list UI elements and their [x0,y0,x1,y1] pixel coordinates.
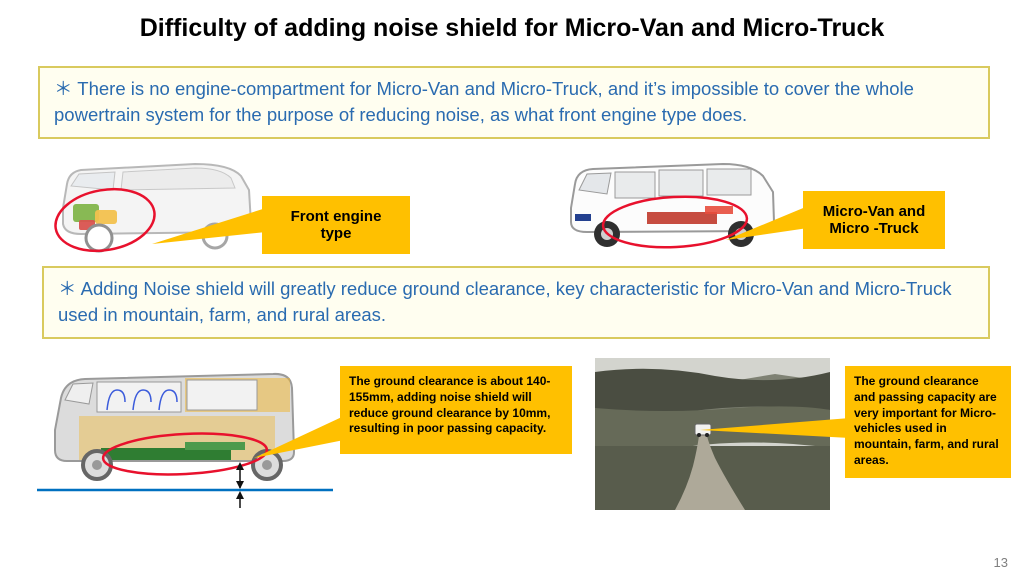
clearance-dimension-arrow [236,462,244,508]
passing-capacity-callout-pointer [700,418,850,438]
micro-van-callout: Micro-Van and Micro -Truck [803,191,945,249]
ground-clearance-illustration [37,372,333,508]
front-engine-callout: Front engine type [262,196,410,254]
powertrain-highlight-ellipse [601,195,749,249]
mountain-road-photo [595,358,830,510]
ground-clearance-callout: The ground clearance is about 140-155mm,… [340,366,572,454]
micro-van-callout-pointer [726,206,808,240]
underbody-highlight-ellipse [101,432,269,476]
front-engine-van-illustration [54,162,253,253]
front-engine-callout-pointer [152,208,266,244]
seat-wireframe [106,389,126,411]
ground-clearance-callout-pointer [254,416,344,458]
slide-title: Difficulty of adding noise shield for Mi… [139,14,885,42]
passing-capacity-callout: The ground clearance and passing capacit… [845,366,1011,478]
page-number: 13 [993,555,1008,570]
note-no-engine-compartment: ＊ There is no engine-compartment for Mic… [38,66,990,139]
note-ground-clearance: ＊ Adding Noise shield will greatly reduc… [42,266,990,339]
license-plate [575,214,591,221]
micro-van-illustration [570,162,776,249]
engine-highlight-ellipse [54,187,156,253]
